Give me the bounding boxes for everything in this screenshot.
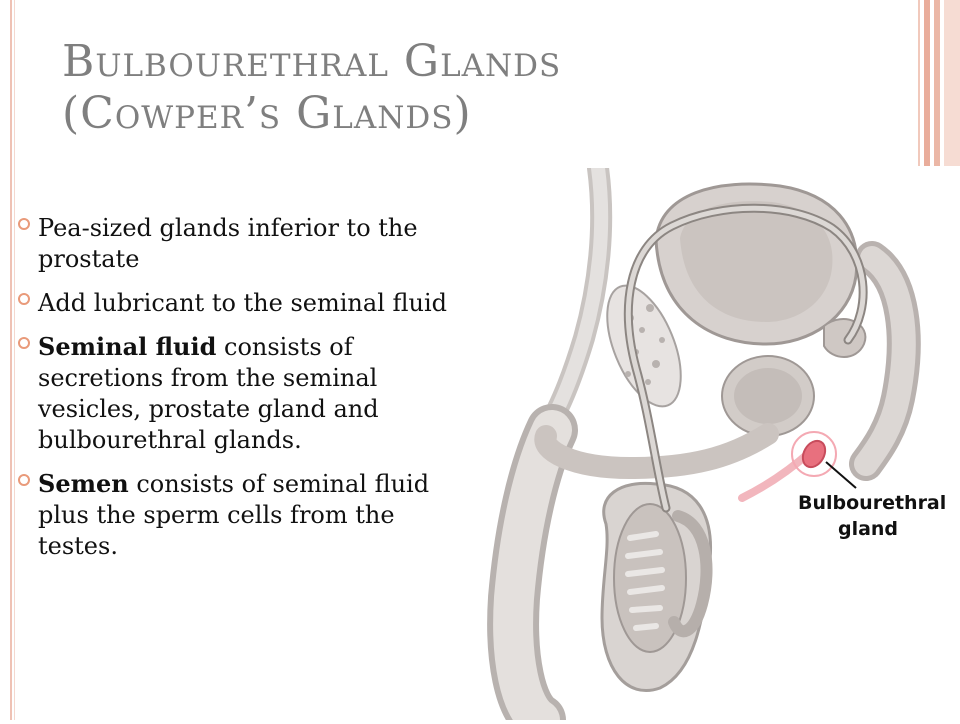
bullet-item: Pea-sized glands inferior to the prostat…	[14, 212, 454, 275]
bullet-text: Seminal fluid consists of secretions fro…	[38, 331, 454, 456]
bullet-circle-icon	[18, 293, 30, 305]
bullet-text: Pea-sized glands inferior to the prostat…	[38, 212, 454, 275]
bullet-item: Seminal fluid consists of secretions fro…	[14, 331, 454, 456]
bullet-circle-icon	[18, 337, 30, 349]
bullet-text: Semen consists of seminal fluid plus the…	[38, 468, 454, 562]
title-line-1: Bulbourethral Glands	[62, 36, 562, 87]
vas-deferens-inner	[625, 205, 866, 511]
anatomy-figure: Bulbourethral gland	[480, 157, 960, 724]
left-rule-thin	[14, 0, 15, 720]
abdominal-wall-inner	[539, 161, 609, 437]
bulbourethral-gland	[801, 439, 827, 469]
right-stripe	[934, 0, 940, 166]
bullet-bold: Semen	[38, 469, 129, 498]
title-line-2: (Cowper’s Glands)	[62, 88, 472, 139]
figure-label-line-2: gland	[837, 518, 899, 540]
bullet-body: Add lubricant to the seminal fluid	[38, 289, 447, 317]
bullet-circle-icon	[18, 474, 30, 486]
right-stripe	[944, 0, 960, 166]
right-stripe	[918, 0, 920, 166]
bullet-list: Pea-sized glands inferior to the prostat…	[14, 212, 454, 574]
penis-inner	[493, 410, 572, 724]
rectum-inner	[854, 246, 916, 476]
figure-label: Bulbourethral gland	[798, 492, 947, 540]
label-leader-line	[825, 461, 857, 489]
gland-highlight-ring	[791, 431, 837, 477]
bladder-inner	[680, 201, 833, 322]
bullet-circle-icon	[18, 218, 30, 230]
bullet-text: Add lubricant to the seminal fluid	[38, 287, 454, 319]
bullet-body: Pea-sized glands inferior to the prostat…	[38, 214, 418, 273]
bullet-item: Add lubricant to the seminal fluid	[14, 287, 454, 319]
prostate-inner	[734, 368, 802, 424]
bullet-item: Semen consists of seminal fluid plus the…	[14, 468, 454, 562]
testis	[613, 503, 687, 653]
testis-lobules	[625, 531, 665, 631]
left-rule	[10, 0, 12, 720]
anatomy-illustration	[487, 157, 921, 724]
slide-title: Bulbourethral Glands (Cowper’s Glands)	[62, 36, 682, 140]
figure-label-line-1: Bulbourethral	[798, 492, 947, 514]
bullet-bold: Seminal fluid	[38, 332, 217, 361]
bullet-body: consists of seminal fluid plus the sperm…	[38, 470, 430, 560]
corpus	[534, 423, 779, 480]
bullet-body: consists of secretions from the seminal …	[38, 333, 379, 454]
right-stripe	[924, 0, 930, 166]
epididymis	[668, 510, 713, 638]
